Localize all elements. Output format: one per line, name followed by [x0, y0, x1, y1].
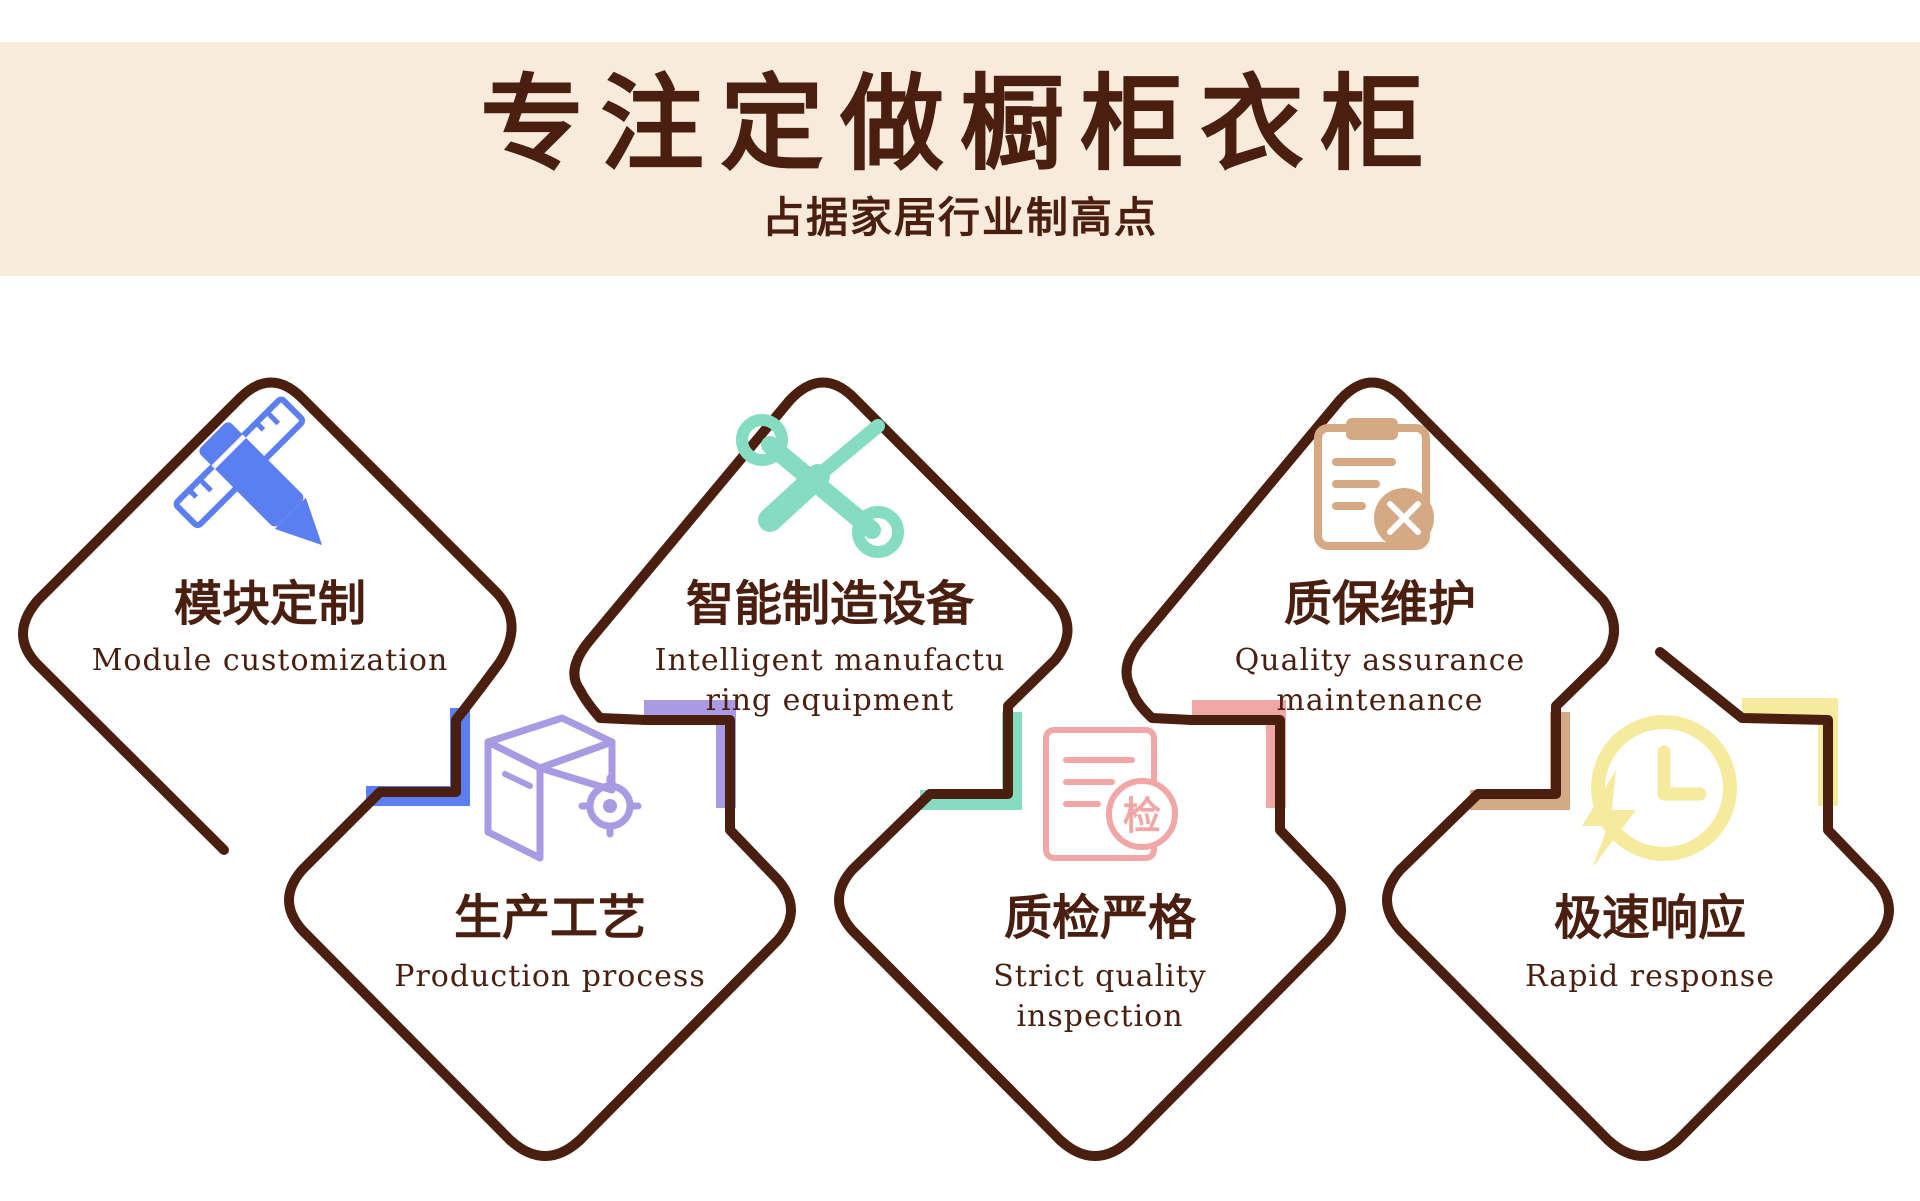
page-title: 专注定做橱柜衣柜 [479, 62, 1440, 185]
wrench-screwdriver-icon [736, 414, 904, 558]
feature-card-rapid-response: 极速响应 Rapid response [1490, 892, 1810, 997]
lightning-clock-icon [1582, 715, 1737, 868]
diamond-outline-6 [1382, 647, 1894, 1161]
inspection-document-icon: 检 [1043, 727, 1178, 861]
header-banner [0, 42, 1920, 276]
card-title: 生产工艺 [453, 890, 646, 946]
card-subtitle: Module customization [91, 642, 449, 678]
card-title: 模块定制 [173, 576, 366, 632]
box-gear-icon [484, 714, 642, 862]
card-subtitle: Intelligent manufactu ring equipment [654, 642, 1006, 718]
accent-bracket-blue [366, 708, 470, 806]
card-title: 极速响应 [1553, 890, 1746, 946]
accent-bracket-tan [1470, 712, 1570, 810]
card-title: 质检严格 [1003, 890, 1196, 946]
inspection-char: 检 [1123, 793, 1161, 838]
diamond-outlines [18, 377, 1894, 1161]
card-subtitle: Strict quality inspection [993, 958, 1207, 1034]
feature-card-module-customization: 模块定制 Module customization [60, 578, 480, 681]
page-subtitle: 占据家居行业制高点 [761, 193, 1158, 242]
diamond-outline-1 [18, 377, 517, 855]
clipboard-tools-icon [1314, 418, 1434, 550]
card-subtitle: Quality assurance maintenance [1234, 642, 1526, 718]
card-title: 质保维护 [1283, 576, 1476, 632]
card-title: 智能制造设备 [685, 576, 974, 632]
pencil-ruler-icon [173, 396, 323, 546]
diamond-outline-5 [834, 715, 1346, 1161]
feature-card-strict-inspection: 质检严格 Strict quality inspection [950, 892, 1250, 1037]
accent-bracket-teal [920, 712, 1022, 810]
card-subtitle: Production process [394, 958, 706, 994]
diamond-outline-2 [569, 377, 1073, 799]
diamond-outline-4 [284, 715, 796, 1161]
feature-card-production-process: 生产工艺 Production process [350, 892, 750, 997]
diamond-outline-3 [1121, 377, 1619, 799]
feature-card-intelligent-manufacturing: 智能制造设备 Intelligent manufactu ring equipm… [640, 578, 1020, 721]
feature-card-quality-assurance: 质保维护 Quality assurance maintenance [1200, 578, 1560, 721]
card-subtitle: Rapid response [1525, 958, 1775, 994]
